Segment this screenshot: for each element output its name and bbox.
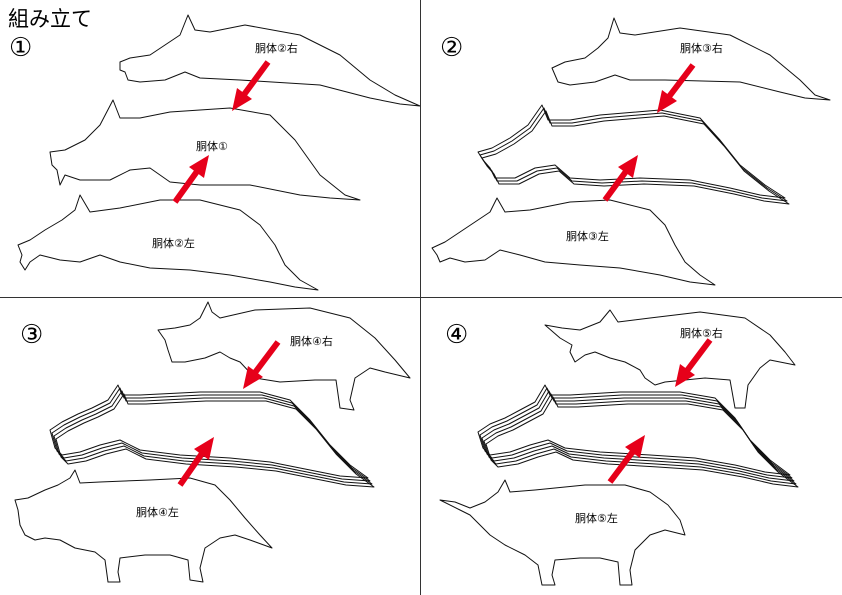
body-5-right-outline <box>544 309 796 409</box>
part-label: 胴体②右 <box>255 42 298 55</box>
step-1-marker: ① <box>9 33 33 63</box>
panel-3 <box>14 301 411 583</box>
panel-1 <box>17 14 421 291</box>
part-label: 胴体④左 <box>136 506 179 519</box>
arrow-down-icon <box>657 63 696 113</box>
part-label: 胴体① <box>196 140 228 153</box>
part-label: 胴体④右 <box>290 335 333 348</box>
body-2-assembled-layer <box>479 107 788 202</box>
arrow-up-icon <box>607 435 645 484</box>
part-label: 胴体⑤左 <box>575 512 618 525</box>
body-5-left-outline <box>439 479 686 586</box>
body-2-right-outline <box>119 14 421 107</box>
part-label: 胴体⑤右 <box>680 327 723 340</box>
panel-2 <box>431 17 831 286</box>
arrow-up-icon <box>602 155 638 202</box>
body-3-right-outline <box>551 17 831 101</box>
panel-4 <box>439 309 799 586</box>
horizontal-divider <box>0 297 842 298</box>
part-label: 胴体③左 <box>566 230 609 243</box>
arrow-down-icon <box>232 60 271 111</box>
arrow-up-icon <box>172 155 209 204</box>
part-label: 胴体③右 <box>680 42 723 55</box>
step-2-marker: ② <box>440 33 464 63</box>
step-4-marker: ④ <box>445 320 469 350</box>
body-4-left-outline <box>14 469 273 583</box>
step-3-marker: ③ <box>20 320 44 350</box>
body-4-right-outline <box>157 301 411 411</box>
arrow-down-icon <box>243 340 281 389</box>
part-label: 胴体②左 <box>152 237 195 250</box>
body-3-assembled-outline <box>49 384 369 479</box>
arrow-down-icon <box>675 338 713 387</box>
page-title: 組み立て <box>8 7 92 31</box>
arrow-up-icon <box>177 437 214 487</box>
body-3-assembled-layer <box>51 387 371 482</box>
